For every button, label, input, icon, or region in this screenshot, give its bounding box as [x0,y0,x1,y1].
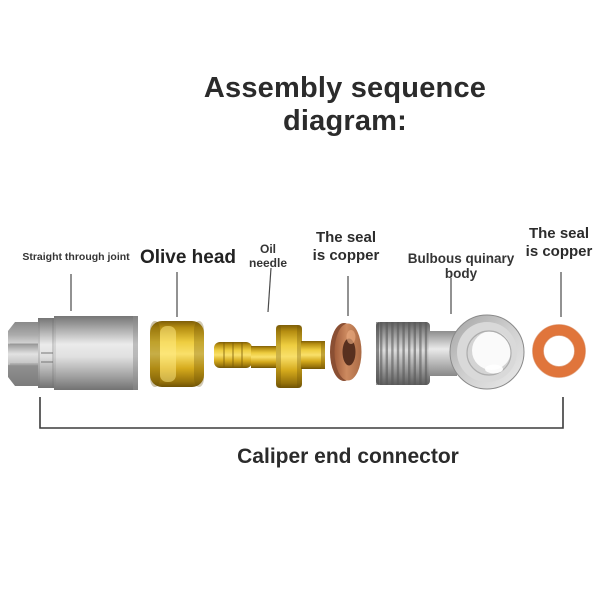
label-bulbous-quinary-body: Bulbous quinary body [407,251,515,281]
caliper-end-connector-bracket [39,397,564,429]
label-caliper-end-connector: Caliper end connector [237,445,459,468]
copper-seal-washer-image [330,323,362,381]
leader-lines [70,267,562,317]
label-oil-needle-line1: Oil [259,242,276,256]
label-seal-copper-left: The seal is copper [305,229,387,265]
label-oil-needle: Oil needle [236,242,300,270]
label-seal-copper-left-line1: The seal [315,229,377,246]
label-straight-through-joint: Straight through joint [22,251,130,263]
oil-needle-image [214,325,325,388]
copper-oring-body [532,324,586,378]
label-seal-copper-left-line2: is copper [312,247,380,264]
copper-oring-image [532,324,586,378]
olive-head-image [150,321,204,387]
bulbous-quinary-body-image [376,314,525,390]
label-seal-copper-right-line2: is copper [525,243,593,260]
straight-through-joint-image [8,316,138,390]
label-oil-needle-line2: needle [248,256,287,270]
label-seal-copper-right-line1: The seal [528,225,590,242]
page-title: Assembly sequence diagram: [203,72,487,137]
label-seal-copper-right: The seal is copper [518,225,600,261]
label-olive-head: Olive head [139,247,237,268]
leader-line-oil-needle [267,267,272,313]
